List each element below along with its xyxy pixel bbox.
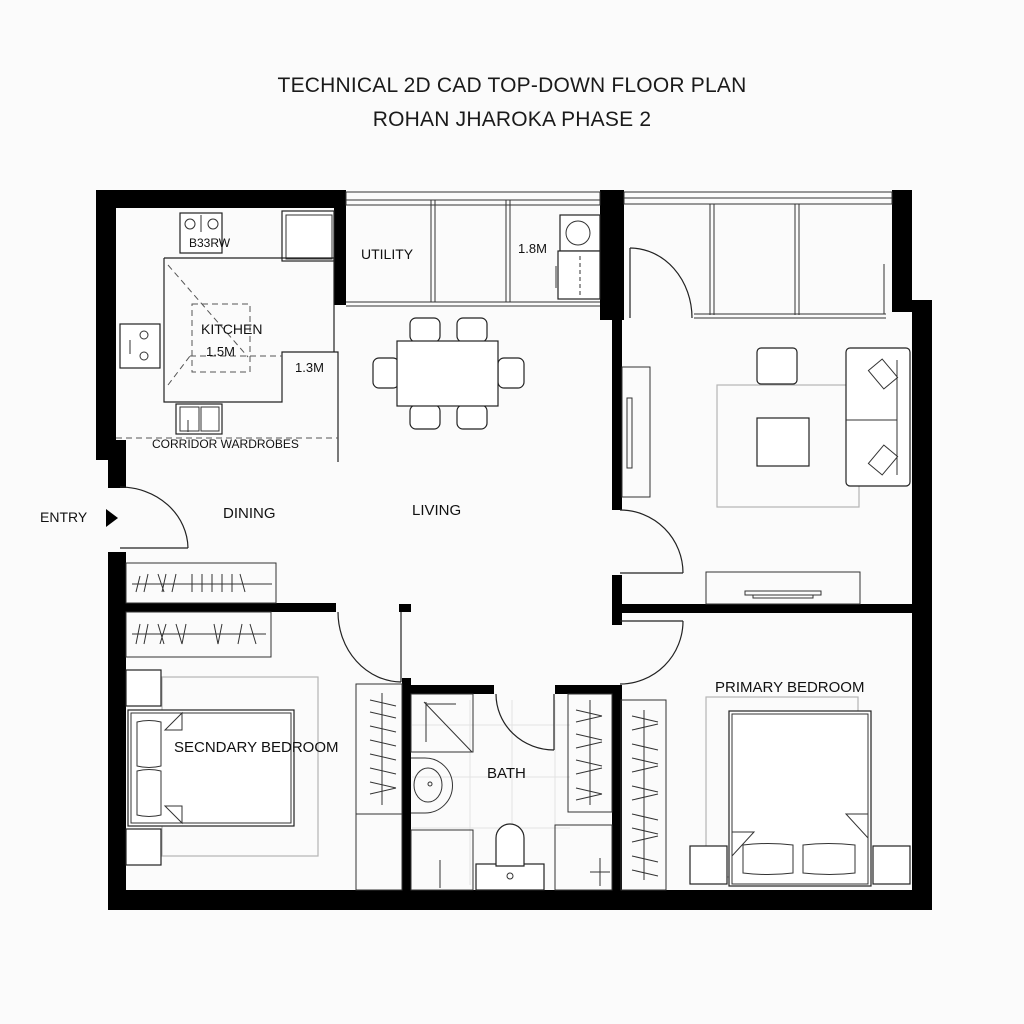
corridor-wardrobes-label: CORRIDOR WARDROBES [152,437,299,451]
hob-label: B33RW [189,236,231,250]
living-label: LIVING [412,502,461,519]
utility-fixtures [555,214,601,300]
utility-dimension: 1.8M [518,241,547,256]
walls [96,190,932,910]
kitchen-fixtures [116,210,339,462]
entry-label: ENTRY [40,509,88,525]
bath-label: BATH [487,765,526,782]
kitchen-label: KITCHEN [201,321,262,337]
bath-floor-tiles [412,700,570,885]
utility-label: UTILITY [361,246,414,262]
wardrobes [125,562,667,891]
living-furniture [621,347,911,605]
doors [119,247,693,751]
plan-title: TECHNICAL 2D CAD TOP-DOWN FLOOR PLAN [277,74,747,97]
kitchen-dimension: 1.5M [206,344,235,359]
entry-arrow-icon [106,509,118,527]
primary-bedroom-furniture [689,696,911,887]
utility-balcony-frames [345,191,893,319]
primary-bedroom-label: PRIMARY BEDROOM [715,679,864,696]
bath-fixtures [410,693,613,891]
dining-table [372,317,525,430]
counter-dimension: 1.3M [295,360,324,375]
secondary-bedroom-label: SECNDARY BEDROOM [174,739,338,756]
dining-label: DINING [223,505,276,522]
secondary-bedroom-furniture [125,669,319,866]
plan-subtitle: ROHAN JHAROKA PHASE 2 [372,108,652,131]
